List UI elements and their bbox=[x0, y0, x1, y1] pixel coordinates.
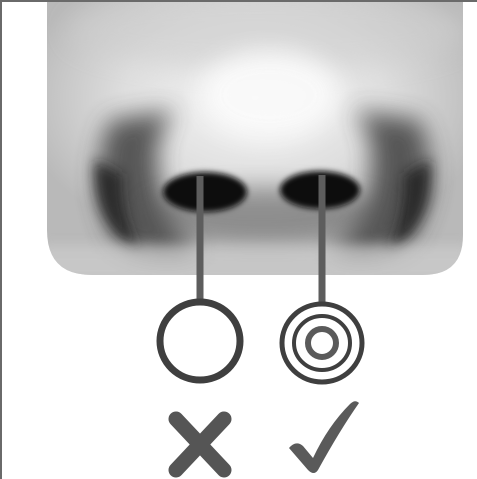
check-mark-icon bbox=[289, 401, 359, 473]
incorrect-ring-icon bbox=[160, 302, 240, 380]
nose-image bbox=[40, 0, 470, 285]
left-nostril bbox=[163, 172, 247, 212]
x-mark-icon bbox=[176, 419, 224, 470]
